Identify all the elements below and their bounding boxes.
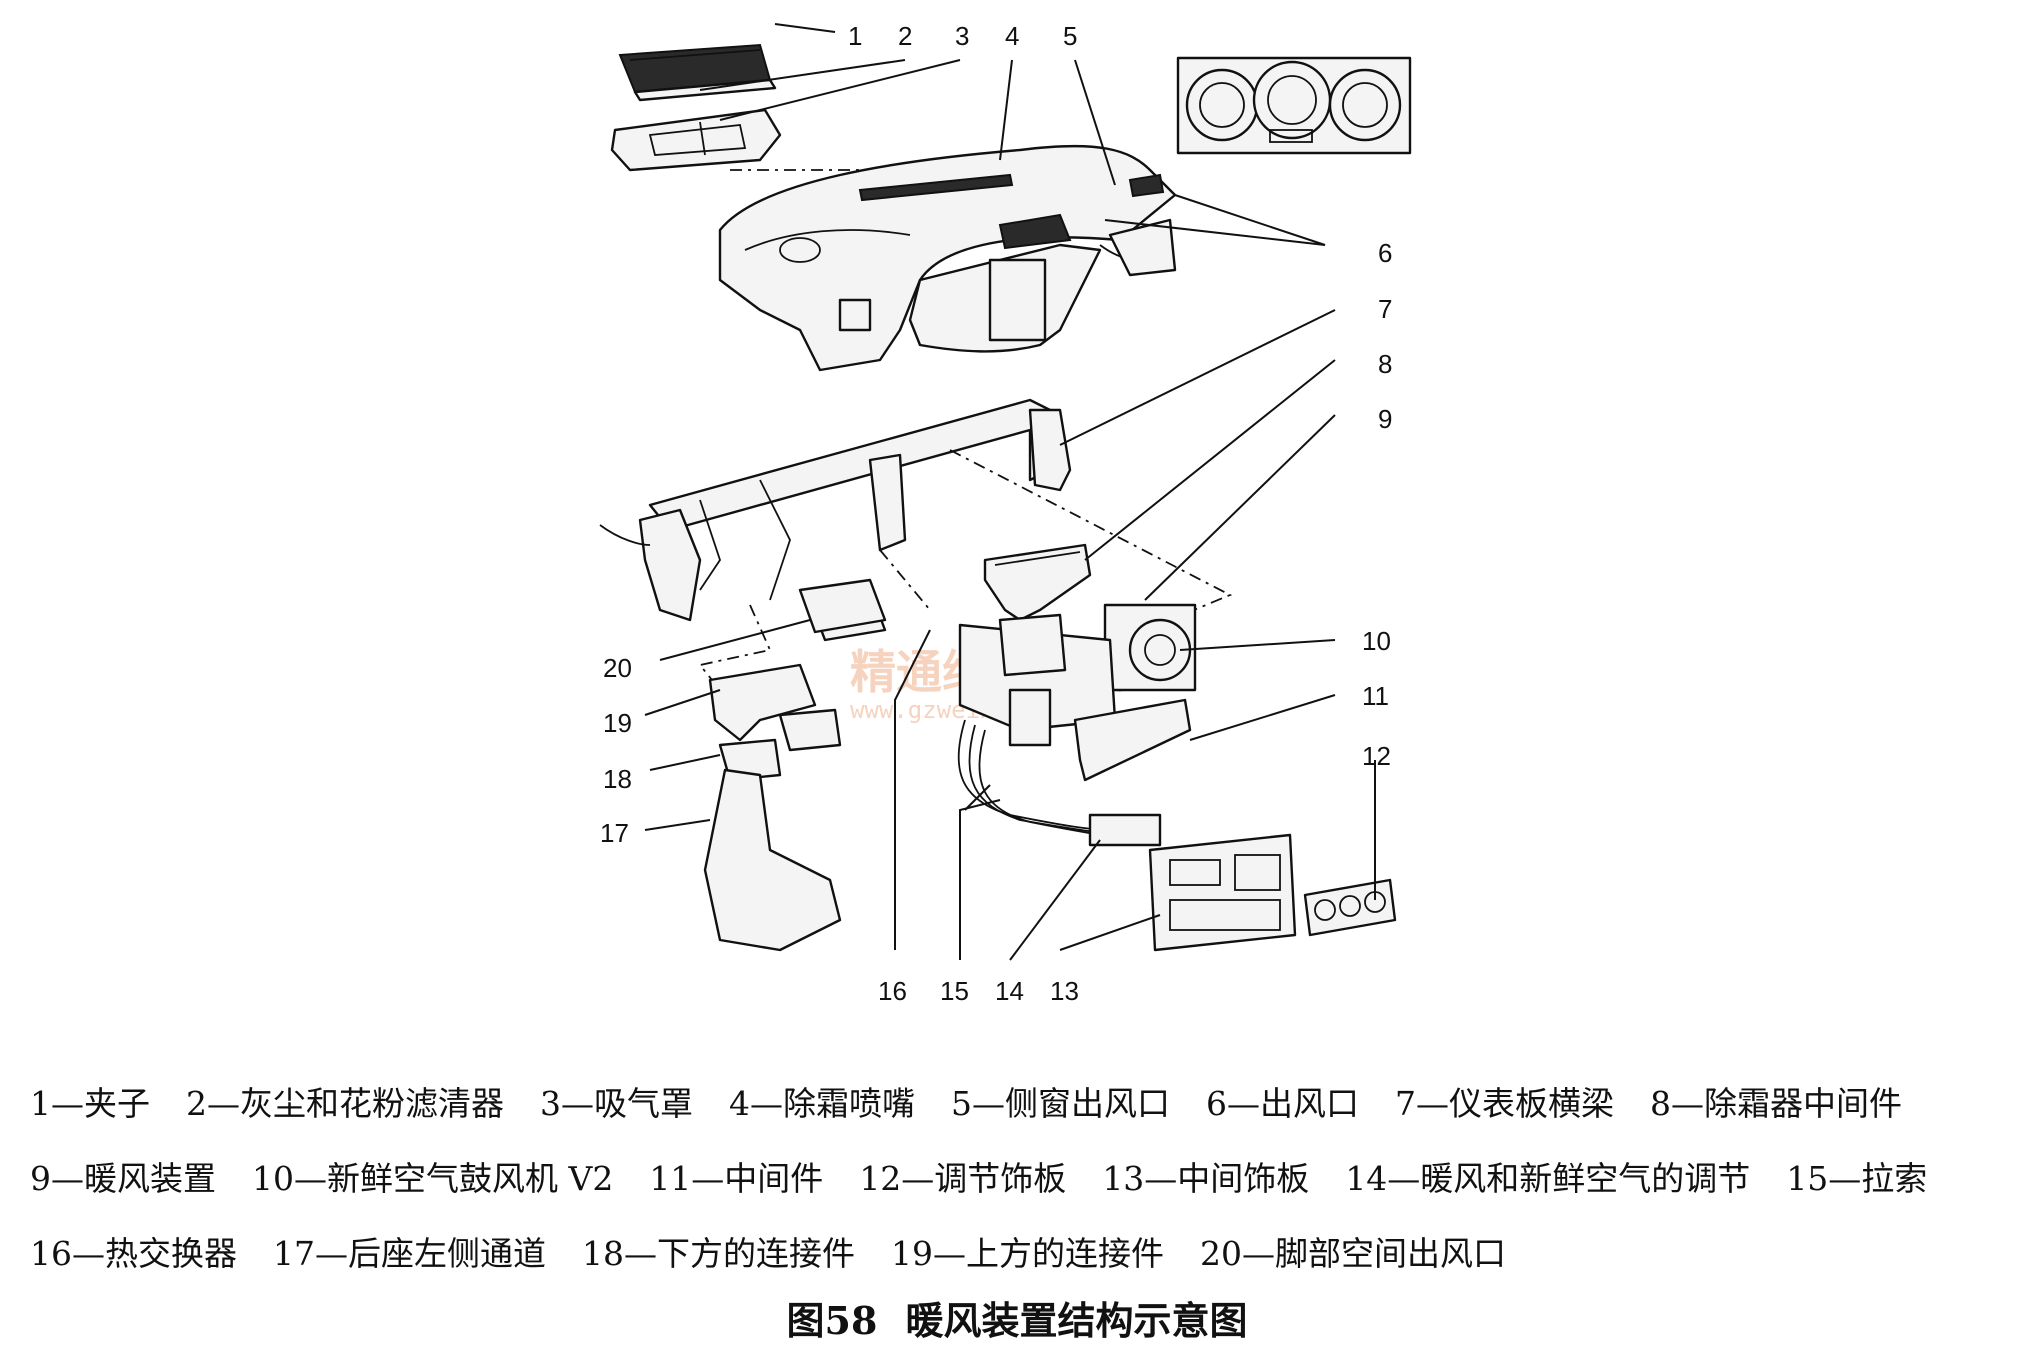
callout-16: 16 [878,976,907,1006]
callout-6: 6 [1378,238,1392,268]
legend-item: 17—后座左侧通道 [273,1234,546,1273]
legend-item: 10—新鲜空气鼓风机 V2 [252,1159,614,1198]
rear-left-duct-drawing [703,768,842,952]
intermediate-piece-drawing [1073,698,1192,782]
figure-number: 图58 [786,1298,878,1343]
legend-item: 12—调节饰板 [859,1159,1067,1198]
legend-item: 5—侧窗出风口 [951,1084,1170,1123]
legend-item: 8—除霜器中间件 [1650,1084,1902,1123]
callout-12: 12 [1362,741,1391,771]
callout-1: 1 [848,21,862,51]
callout-5: 5 [1063,21,1077,51]
callout-19: 19 [603,708,632,738]
leader-lines [644,23,1376,961]
callout-10: 10 [1362,626,1391,656]
heater-exploded-diagram: 精通维修下载 www.gzweix.com [599,21,1412,1006]
defroster-intermediate-piece-drawing [983,543,1092,622]
callout-14: 14 [995,976,1024,1006]
legend-item: 4—除霜喷嘴 [729,1084,915,1123]
legend-item: 7—仪表板横梁 [1395,1084,1614,1123]
upper-connector-drawing [708,663,817,742]
legend-item: 1—夹子 [30,1084,150,1123]
upper-connector-side-drawing [778,708,842,752]
callout-18: 18 [603,764,632,794]
callout-9: 9 [1378,404,1392,434]
figure-caption: 图58 暖风装置结构示意图 [0,1290,2034,1345]
legend-item: 11—中间件 [649,1159,824,1198]
centre-trim-drawing [1148,833,1297,952]
legend-item: 15—拉索 [1786,1159,1928,1198]
legend-item: 13—中间饰板 [1102,1159,1310,1198]
callout-3: 3 [955,21,969,51]
callout-4: 4 [1005,21,1019,51]
callout-17: 17 [600,818,629,848]
figure-title: 暖风装置结构示意图 [905,1298,1248,1343]
heater-and-blower-drawing [958,603,1197,747]
air-intake-hood-drawing [610,108,782,172]
legend-item: 19—上方的连接件 [891,1234,1164,1273]
legend-item: 3—吸气罩 [540,1084,693,1123]
defrost-nozzle-drawing [858,173,1014,202]
parts-legend: 1—夹子 2—灰尘和花粉滤清器 3—吸气罩 4—除霜喷嘴 5—侧窗出风口 6—出风口 7—仪… [30,1066,2010,1291]
callout-11: 11 [1362,681,1389,711]
callout-8: 8 [1378,349,1392,379]
legend-item: 9—暖风装置 [30,1159,216,1198]
heat-exchanger-drawing [998,613,1067,677]
dashboard-drawing [718,144,1177,372]
dust-pollen-filter-drawing [618,43,777,102]
control-cables-drawing [957,719,1162,847]
lower-connector-drawing [718,738,782,782]
legend-item: 16—热交换器 [30,1234,237,1273]
callout-2: 2 [898,21,912,51]
legend-item: 18—下方的连接件 [582,1234,855,1273]
callout-7: 7 [1378,294,1392,324]
control-trim-drawing [1303,878,1397,937]
callout-20: 20 [603,653,632,683]
legend-item: 6—出风口 [1206,1084,1359,1123]
legend-item: 2—灰尘和花粉滤清器 [186,1084,504,1123]
legend-item: 20—脚部空间出风口 [1200,1234,1506,1273]
callout-15: 15 [940,976,969,1006]
callout-13: 13 [1050,976,1079,1006]
footwell-outlet-drawing [798,578,887,634]
legend-item: 14—暖风和新鲜空气的调节 [1345,1159,1751,1198]
control-panel-inset [1176,56,1412,155]
